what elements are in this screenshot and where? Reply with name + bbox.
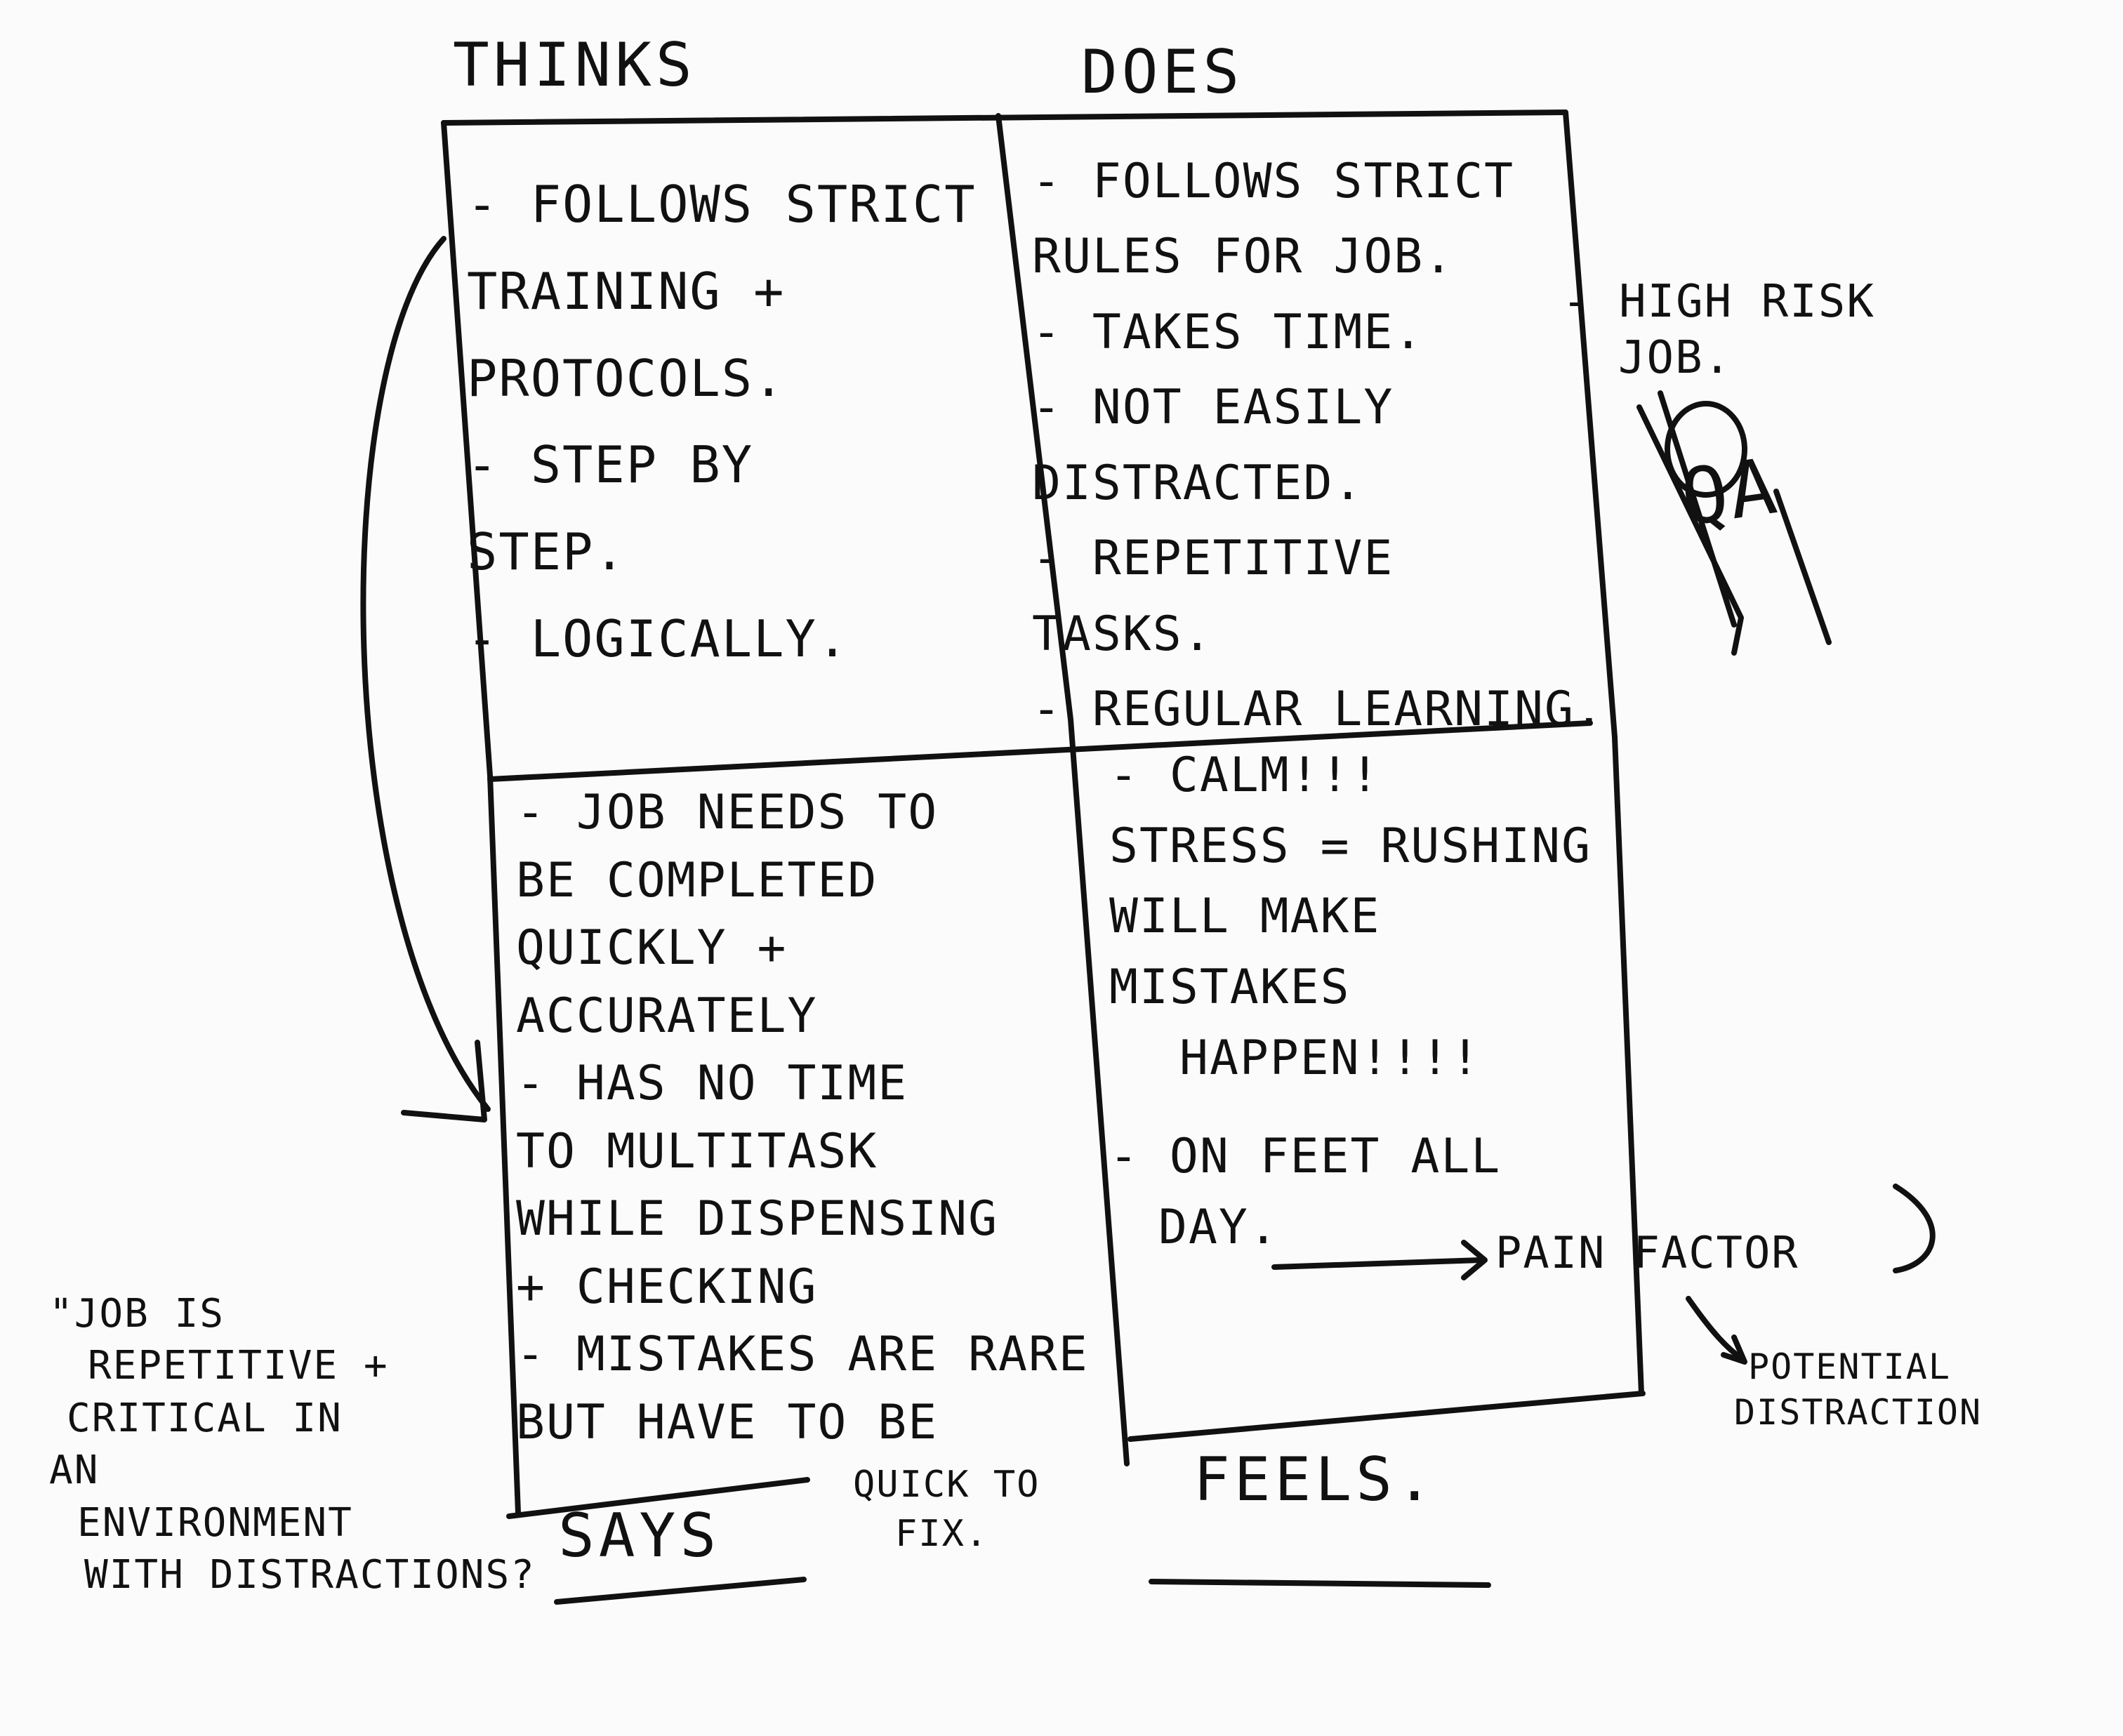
- label-says: SAYS: [558, 1501, 721, 1571]
- pain-factor-arrow: [1271, 1257, 1484, 1270]
- says-line: TO MULTITASK: [516, 1123, 878, 1179]
- pain-factor-bracket: [1893, 1184, 1936, 1273]
- feels-line: DAY.: [1158, 1199, 1279, 1255]
- feels-line: - CALM!!!: [1109, 748, 1381, 803]
- feels-arrow-line: [1149, 1579, 1491, 1588]
- pain-factor-note: PAIN FACTOR: [1495, 1227, 1799, 1278]
- does-line: - REGULAR LEARNING.: [1032, 682, 1605, 738]
- thinks-line: PROTOCOLS.: [467, 348, 786, 408]
- does-line: DISTRACTED.: [1032, 455, 1364, 511]
- high-risk-line: - HIGH RISK: [1562, 276, 1875, 328]
- quick-fix-line: FIX.: [895, 1513, 989, 1556]
- thinks-line: - FOLLOWS STRICT: [467, 175, 977, 234]
- pain-factor-arrowhead: [1461, 1240, 1488, 1280]
- feels-line: STRESS = RUSHING: [1109, 818, 1592, 874]
- quick-fix-line: QUICK TO: [853, 1464, 1040, 1506]
- says-line: ACCURATELY: [516, 988, 818, 1044]
- center-vertical-divider: [996, 113, 1130, 1466]
- thinks-line: - LOGICALLY.: [467, 609, 849, 669]
- label-feels: FEELS.: [1193, 1445, 1437, 1515]
- does-line: - REPETITIVE: [1032, 531, 1394, 587]
- distraction-line: POTENTIAL: [1748, 1346, 1951, 1387]
- thinks-line: TRAINING +: [467, 261, 786, 321]
- says-line: + CHECKING: [516, 1259, 818, 1315]
- distraction-line: DISTRACTION: [1734, 1392, 1983, 1433]
- side-quote-note: "JOB IS REPETITIVE + CRITICAL IN AN ENVI…: [49, 1288, 536, 1602]
- does-line: - TAKES TIME.: [1032, 304, 1424, 360]
- says-line: BUT HAVE TO BE: [516, 1394, 939, 1450]
- side-quote-line: "JOB IS: [49, 1291, 225, 1337]
- says-underline: [554, 1577, 807, 1605]
- high-risk-note: - HIGH RISK JOB.: [1562, 274, 1875, 386]
- does-line: - NOT EASILY: [1032, 380, 1394, 436]
- high-risk-line: JOB.: [1618, 332, 1733, 384]
- quick-to-fix-note: QUICK TO FIX.: [853, 1460, 1040, 1558]
- side-quote-line: ENVIRONMENT: [77, 1499, 353, 1546]
- does-line: TASKS.: [1032, 606, 1213, 662]
- side-quote-line: WITH DISTRACTIONS?: [84, 1552, 536, 1598]
- thinks-notes: - FOLLOWS STRICT TRAINING + PROTOCOLS. -…: [467, 161, 977, 683]
- feels-line: WILL MAKE: [1109, 889, 1381, 945]
- side-quote-line: CRITICAL IN: [67, 1395, 343, 1441]
- says-line: - MISTAKES ARE RARE: [516, 1327, 1089, 1383]
- does-line: RULES FOR JOB.: [1032, 229, 1455, 285]
- label-thinks: THINKS: [453, 30, 696, 100]
- feels-notes: - CALM!!! STRESS = RUSHING WILL MAKE MIS…: [1109, 741, 1592, 1263]
- side-quote-line: REPETITIVE +: [88, 1343, 389, 1389]
- frame-top-line: [441, 110, 1568, 126]
- qa-mark: QA: [1675, 441, 1783, 543]
- feels-line: - ON FEET ALL: [1109, 1129, 1502, 1185]
- frame-right-line: [1563, 110, 1644, 1396]
- says-line: - HAS NO TIME: [516, 1056, 908, 1112]
- says-line: WHILE DISPENSING: [516, 1191, 999, 1247]
- feels-line: HAPPEN!!!!: [1179, 1030, 1481, 1086]
- does-line: - FOLLOWS STRICT: [1032, 154, 1515, 209]
- says-line: BE COMPLETED: [516, 852, 878, 908]
- says-notes: - JOB NEEDS TO BE COMPLETED QUICKLY + AC…: [516, 779, 1089, 1457]
- frame-bottom-left-line: [506, 1477, 810, 1519]
- distraction-arrowhead: [1721, 1334, 1747, 1365]
- does-notes: - FOLLOWS STRICT RULES FOR JOB. - TAKES …: [1032, 144, 1605, 748]
- feels-line: MISTAKES: [1109, 959, 1351, 1015]
- qa-circle-mark: [1665, 401, 1747, 498]
- says-line: - JOB NEEDS TO: [516, 785, 939, 840]
- frame-left-line: [441, 120, 521, 1516]
- side-quote-line: AN: [49, 1447, 100, 1494]
- thinks-to-says-arrowhead: [401, 1040, 487, 1122]
- thinks-line: - STEP BY: [467, 435, 754, 495]
- thinks-line: STEP.: [467, 522, 626, 582]
- potential-distraction-note: POTENTIAL DISTRACTION: [1734, 1344, 1982, 1436]
- frame-bottom-right-line: [1127, 1391, 1646, 1442]
- distraction-arrow: [1686, 1296, 1744, 1361]
- says-line: QUICKLY +: [516, 920, 788, 976]
- center-horizontal-divider: [487, 720, 1593, 782]
- label-does: DOES: [1081, 37, 1244, 107]
- thinks-to-says-arrow: [360, 236, 491, 1112]
